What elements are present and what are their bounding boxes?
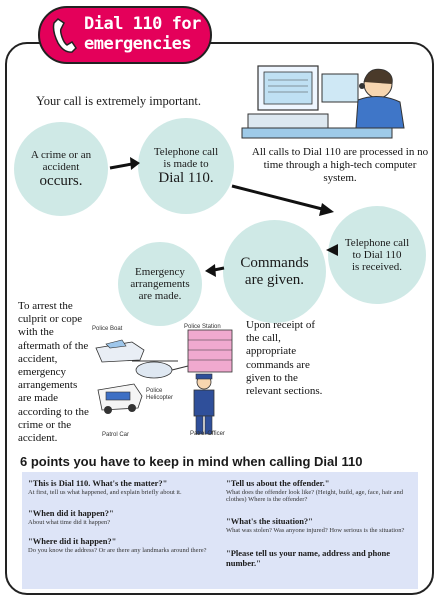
- points-panel: "This is Dial 110. What's the matter?" A…: [22, 472, 418, 589]
- page-title-line-2: emergencies: [84, 34, 192, 54]
- label-patrol-officer: Patrol Officer: [190, 431, 225, 437]
- subtitle: Your call is extremely important.: [36, 94, 202, 108]
- title-banner: [38, 6, 212, 64]
- operator-illustration: [241, 65, 405, 139]
- label-patrol-car: Patrol Car: [102, 432, 130, 438]
- point-item: "This is Dial 110. What's the matter?" A…: [28, 478, 182, 496]
- point-item: "Where did it happen?" Do you know the a…: [28, 536, 207, 554]
- point-item: "Tell us about the offender." What does …: [226, 478, 403, 504]
- label-police-helicopter: Police Helicopter: [146, 388, 174, 402]
- computer-system-note: All calls to Dial 110 are processed in n…: [251, 146, 429, 185]
- label-police-boat: Police Boat: [92, 326, 123, 332]
- commands-note: Upon receipt of the call, appropriate co…: [246, 319, 323, 397]
- arrangements-note: To arrest the culprit or cope with the a…: [18, 300, 89, 444]
- phone-icon: [52, 18, 77, 53]
- emergency-response-illustration: [95, 329, 233, 435]
- point-item: "What's the situation?" What was stolen?…: [226, 516, 405, 534]
- points-heading: 6 points you have to keep in mind when c…: [20, 454, 363, 469]
- point-item: "Please tell us your name, address and p…: [226, 548, 391, 568]
- label-police-station: Police Station: [184, 324, 221, 330]
- point-item: "When did it happen?" About what time di…: [28, 508, 114, 526]
- page-title-line-1: Dial 110 for: [84, 14, 201, 34]
